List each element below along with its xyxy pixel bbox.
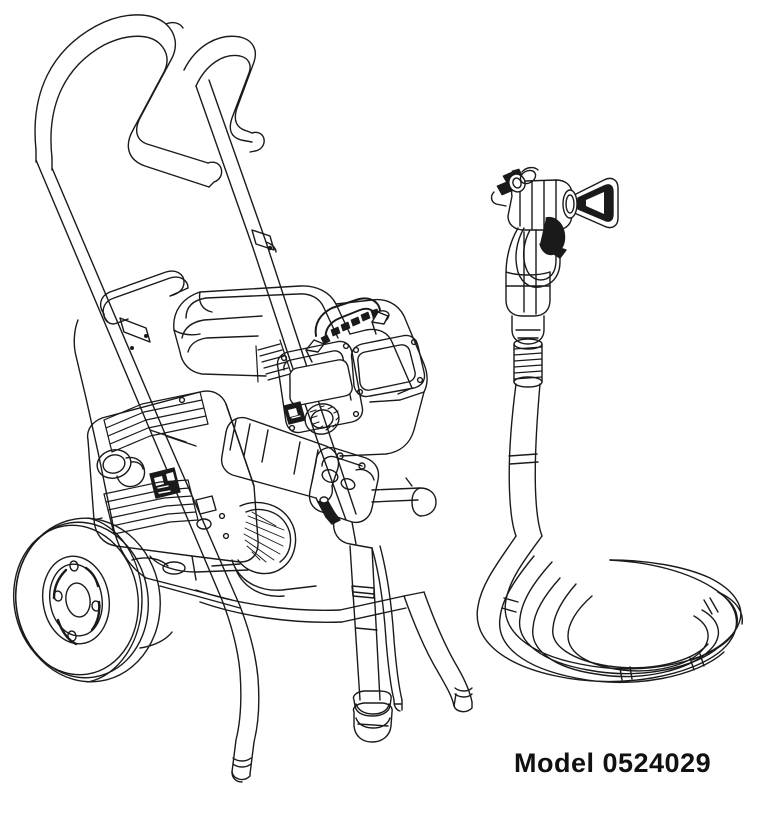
pressure-knob <box>304 403 340 435</box>
front-leg <box>403 591 473 713</box>
control-panel <box>276 340 364 435</box>
gun-trigger <box>539 216 567 259</box>
cooling-fins-lower <box>103 479 199 535</box>
wheel-hub <box>41 555 111 646</box>
sprayer-assembly <box>12 14 743 783</box>
power-switch <box>283 401 306 425</box>
suction-tube <box>349 545 393 743</box>
fluid-pump <box>220 416 437 549</box>
housing-switch-plate <box>149 467 181 499</box>
push-handle <box>34 14 265 188</box>
model-number-caption: Model 0524029 <box>514 748 712 778</box>
cart-frame <box>35 79 407 783</box>
cooling-fan <box>231 501 317 597</box>
carry-handle <box>305 297 389 363</box>
drain-hose <box>371 545 403 712</box>
paint-hose <box>476 383 743 684</box>
hose-spring-guard <box>513 338 543 388</box>
wheel <box>12 517 173 683</box>
spray-gun <box>490 166 619 345</box>
tip-guard <box>562 177 619 229</box>
prime-valve <box>317 496 341 525</box>
